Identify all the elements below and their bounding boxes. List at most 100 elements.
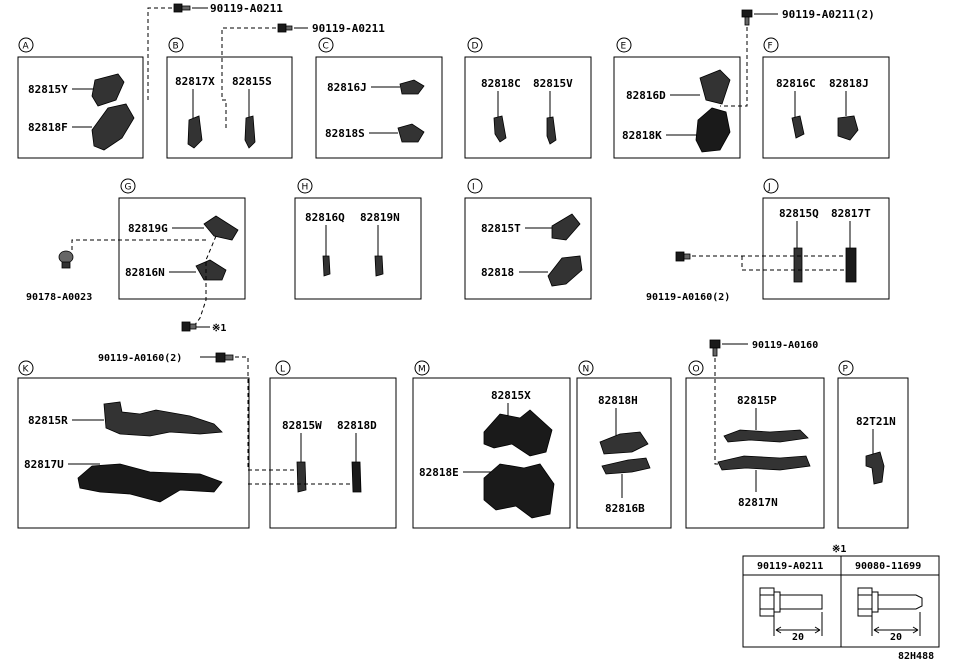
part-shape <box>397 123 425 143</box>
part-shape <box>551 213 581 241</box>
part-number: 82815V <box>533 77 573 90</box>
callout-label: 90178-A0023 <box>26 292 92 303</box>
section-letter: N <box>583 365 590 375</box>
section-letter: G <box>125 183 132 193</box>
section-letter: P <box>843 365 849 375</box>
dimension-label: 20 <box>890 632 902 643</box>
callout-label: 90119-A0211 <box>312 22 385 35</box>
part-number: 82818S <box>325 127 365 140</box>
section-letter: J <box>767 183 771 193</box>
part-shape <box>547 255 583 287</box>
part-number: 82815W <box>282 419 322 432</box>
part-number: 82816Q <box>305 211 345 224</box>
part-shape <box>91 73 125 107</box>
part-number: 82816N <box>125 266 165 279</box>
part-shape <box>837 115 859 141</box>
part-shape <box>77 463 223 503</box>
callout-label: 90119-A0160(2) <box>98 353 182 364</box>
section-o: O 82815P 82817N <box>685 360 825 529</box>
part-shape <box>296 461 307 493</box>
part-number: 82819G <box>128 222 168 235</box>
section-c: C 82816J 82818S <box>315 37 443 159</box>
section-k: K 82815R 82817U <box>17 360 250 529</box>
section-p: P 82T21N <box>837 360 909 529</box>
part-shape <box>493 115 507 143</box>
part-shape <box>865 451 885 485</box>
legend-col-1: 90119-A0211 <box>757 561 823 572</box>
part-shape <box>546 116 557 145</box>
part-number: 82819N <box>360 211 400 224</box>
part-number: 82818E <box>419 466 459 479</box>
bolt-icon <box>759 587 823 617</box>
part-shape <box>187 115 203 149</box>
part-number: 82818C <box>481 77 521 90</box>
part-shape <box>599 431 649 455</box>
part-shape <box>103 401 223 437</box>
part-shape <box>717 455 811 471</box>
section-n: N 82818H 82816B <box>576 360 672 529</box>
part-number: 82817T <box>831 207 871 220</box>
part-number: 82815Q <box>779 207 819 220</box>
part-number: 82818D <box>337 419 377 432</box>
part-number: 82817X <box>175 75 215 88</box>
callout-label: 90119-A0211(2) <box>782 8 875 21</box>
part-shape <box>699 69 731 105</box>
clip-icon <box>58 250 74 269</box>
part-shape <box>695 107 731 153</box>
part-number: 82815T <box>481 222 521 235</box>
callout-label: 90119-A0160 <box>752 340 818 351</box>
part-number: 82816B <box>605 502 645 515</box>
bolt-icon <box>857 587 923 617</box>
dimension-label: 20 <box>792 632 804 643</box>
part-number: 82816C <box>776 77 816 90</box>
section-l: L 82815W 82818D <box>248 360 397 529</box>
drawing-code: 82H488 <box>898 651 934 662</box>
bolt-icon <box>147 3 208 100</box>
bolt-icon <box>221 23 308 128</box>
part-shape <box>845 247 857 283</box>
section-letter: I <box>472 183 475 193</box>
section-letter: A <box>23 42 30 52</box>
section-a: A 82815Y 82818F <box>17 37 144 159</box>
section-f: F 82816C 82818J <box>762 37 890 159</box>
note-mark: ※1 <box>212 323 226 334</box>
part-shape <box>601 457 651 475</box>
part-shape <box>351 461 362 493</box>
section-e: E 82816D 82818K <box>613 37 741 159</box>
section-g: G 82819G 82816N <box>71 178 246 327</box>
part-number: 82818H <box>598 394 638 407</box>
section-letter: E <box>621 42 627 52</box>
part-shape <box>244 115 256 149</box>
part-number: 82815P <box>737 394 777 407</box>
part-shape <box>195 259 227 281</box>
part-number: 82818J <box>829 77 869 90</box>
part-shape <box>203 215 239 241</box>
section-j: J 82815Q 82817T <box>692 178 890 300</box>
part-shape <box>399 79 425 95</box>
section-b: B 82817X 82815S <box>166 37 293 159</box>
part-number: 82T21N <box>856 415 896 428</box>
part-number: 82816J <box>327 81 367 94</box>
part-number: 82815R <box>28 414 68 427</box>
section-d: D 82818C 82815V <box>464 37 592 159</box>
section-m: M 82815X 82818E <box>412 360 571 529</box>
part-shape <box>374 255 384 277</box>
section-letter: D <box>472 42 479 52</box>
part-shape <box>791 115 805 139</box>
part-number: 82818K <box>622 129 662 142</box>
section-letter: B <box>173 42 179 52</box>
section-letter: M <box>418 365 426 375</box>
legend-table: 90119-A0211 90080-11699 20 20 <box>742 555 940 648</box>
section-i: I 82815T 82818 <box>464 178 592 300</box>
part-number: 82817U <box>24 458 64 471</box>
part-shape <box>483 409 553 457</box>
part-number: 82817N <box>738 496 778 509</box>
part-shape <box>91 103 135 151</box>
section-letter: L <box>280 365 285 375</box>
section-letter: K <box>23 365 30 375</box>
bolt-icon <box>200 352 300 471</box>
section-letter: C <box>323 42 329 52</box>
section-letter: F <box>768 42 773 52</box>
callout-label: 90119-A0160(2) <box>646 292 730 303</box>
